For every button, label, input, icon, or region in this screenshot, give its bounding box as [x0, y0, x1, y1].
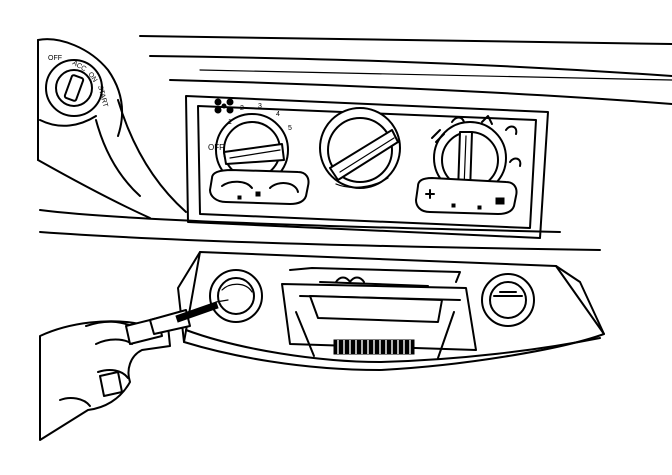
outside-air-icon [221, 180, 253, 189]
fan-label-3: 3 [258, 103, 262, 110]
rear-defrost-icon [495, 197, 505, 205]
spring-coil [335, 276, 365, 283]
tool-icon [125, 299, 229, 345]
ac-icon [425, 189, 435, 199]
indicator-led-right [451, 203, 456, 208]
recirculate-icon [269, 182, 299, 193]
recirc-button-group [209, 169, 310, 205]
ignition-label-on: ON [86, 71, 98, 84]
ac-button-group [415, 177, 518, 215]
dash-upper-lines [139, 35, 672, 105]
fan-label-2: 2 [240, 105, 244, 112]
indicator-led-right-2 [477, 205, 482, 210]
button-cluster-right[interactable] [415, 177, 518, 215]
tray-grip-ribs [333, 339, 415, 355]
temperature-knob[interactable] [319, 107, 401, 189]
mode-icon-defrost [509, 157, 522, 167]
indicator-led-left-2 [237, 195, 242, 200]
mode-knob[interactable] [431, 115, 522, 195]
fan-icon [214, 98, 234, 114]
cigar-lighter-socket [209, 269, 263, 323]
mode-icon-floor [481, 115, 493, 125]
mode-icon-bilevel [451, 116, 465, 123]
ignition-label-off: OFF [48, 55, 62, 62]
power-outlet-socket [481, 273, 535, 327]
dash-left-contour [39, 99, 601, 251]
fan-label-1: 1 [228, 119, 232, 126]
fan-label-4: 4 [276, 111, 280, 118]
fan-label-off: OFF [208, 143, 224, 152]
key-slot [63, 74, 85, 102]
button-cluster-left[interactable] [209, 169, 310, 205]
mode-icon-face [431, 129, 445, 143]
hvac-control-panel: OFF 1 2 3 4 5 [185, 95, 549, 239]
indicator-led-left [255, 191, 261, 197]
ashtray-drawer [281, 267, 477, 359]
fan-label-5: 5 [288, 125, 292, 132]
hand-with-tool [39, 299, 229, 441]
ignition-switch: OFF ACC ON START [37, 38, 151, 219]
finger-tip [99, 371, 123, 397]
mode-icon-defrost-floor [505, 125, 518, 135]
